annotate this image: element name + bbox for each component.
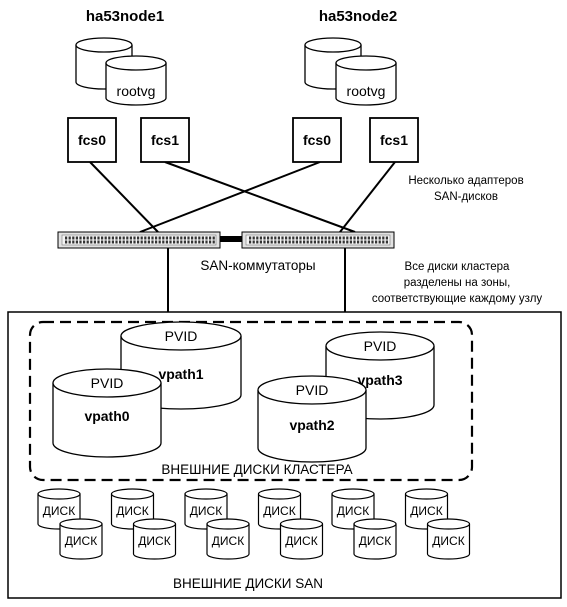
node-1-rootvg-disk: rootvg xyxy=(105,55,167,106)
cluster-disk-vpath0-label: vpath0 xyxy=(84,408,129,424)
node-1-adapter-fcs1: fcs1 xyxy=(140,117,190,163)
san-disk-4: ДИСК xyxy=(132,518,177,560)
cluster-disk-vpath2: PVID vpath2 xyxy=(257,375,367,463)
san-disk-label: ДИСК xyxy=(65,534,97,548)
adapters-note-line-2: SAN-дисков xyxy=(434,191,498,203)
san-disk-2: ДИСК xyxy=(59,518,103,560)
node-2-adapter-fcs1: fcs1 xyxy=(369,117,419,163)
cluster-disk-vpath3-label: vpath3 xyxy=(357,372,402,388)
node-2-rootvg-disk: rootvg xyxy=(335,55,397,106)
zoning-note: Все диски кластера разделены на зоны, со… xyxy=(372,261,543,305)
node-1-adapter-fcs0: fcs0 xyxy=(67,117,117,163)
san-disk-8: ДИСК xyxy=(279,518,324,560)
link-node1-fcs0 xyxy=(89,161,159,233)
node-1-rootvg-label: rootvg xyxy=(117,83,156,99)
node-1-adapter-fcs0-label: fcs0 xyxy=(78,132,106,148)
san-disks: ДИСК ДИСК ДИСК ДИСК ДИСК ДИСК ДИСК ДИСК ДИСК ДИСК… xyxy=(37,488,471,560)
cluster-disk-vpath0-pvid: PVID xyxy=(91,375,124,391)
cluster-disk-vpath0: PVID vpath0 xyxy=(52,368,162,458)
san-disk-label: ДИСК xyxy=(116,504,148,518)
san-switches: SAN-коммутаторы xyxy=(57,231,395,273)
node-1: ha53node1 rootvg fcs0 fcs1 xyxy=(67,8,190,163)
node-2-adapter-fcs1-label: fcs1 xyxy=(380,132,408,148)
san-disk-label: ДИСК xyxy=(337,504,369,518)
switches-label: SAN-коммутаторы xyxy=(200,258,315,273)
node-2: ha53node2 rootvg fcs0 fcs1 xyxy=(292,8,419,163)
cluster-disk-vpath2-pvid: PVID xyxy=(296,382,329,398)
cluster-disk-vpath1-pvid: PVID xyxy=(165,328,198,344)
san-disk-label: ДИСК xyxy=(410,504,442,518)
san-switch-1-ports xyxy=(65,236,215,244)
cluster-disks-zone: PVID vpath1 PVID vpath0 PVID vpath3 PVID… xyxy=(28,320,474,482)
node-2-adapter-fcs0-label: fcs0 xyxy=(303,132,331,148)
san-disk-10: ДИСК xyxy=(353,518,397,560)
san-switch-2-ports xyxy=(249,236,388,244)
switch-interconnect xyxy=(220,236,242,242)
node-2-title: ha53node2 xyxy=(319,8,397,25)
cluster-disk-vpath2-label: vpath2 xyxy=(289,417,334,433)
node-2-adapter-fcs0: fcs0 xyxy=(292,117,342,163)
san-disks-caption: ВНЕШНИЕ ДИСКИ SAN xyxy=(173,576,323,591)
node-1-title: ha53node1 xyxy=(86,8,164,25)
san-storage-frame xyxy=(7,311,562,599)
san-disk-label: ДИСК xyxy=(212,534,244,548)
link-node2-fcs0 xyxy=(139,161,321,233)
adapters-note: Несколько адаптеров SAN-дисков xyxy=(408,175,523,203)
cluster-disks-caption: ВНЕШНИЕ ДИСКИ КЛАСТЕРА xyxy=(161,462,352,477)
zoning-note-line-2: разделены на зоны, xyxy=(404,277,511,289)
zoning-note-line-1: Все диски кластера xyxy=(405,261,510,273)
san-disk-label: ДИСК xyxy=(263,504,295,518)
san-switch-2 xyxy=(241,231,395,249)
adapters-note-line-1: Несколько адаптеров xyxy=(408,175,523,187)
san-disk-6: ДИСК xyxy=(206,518,250,560)
san-disk-label: ДИСК xyxy=(359,534,391,548)
node-1-adapter-fcs1-label: fcs1 xyxy=(151,132,179,148)
san-disk-label: ДИСК xyxy=(432,534,464,548)
node-2-rootvg-label: rootvg xyxy=(347,83,386,99)
san-disk-label: ДИСК xyxy=(285,534,317,548)
san-disk-12: ДИСК xyxy=(426,518,471,560)
san-disk-label: ДИСК xyxy=(138,534,170,548)
link-node2-fcs1 xyxy=(339,161,396,233)
zoning-note-line-3: соответствующие каждому узлу xyxy=(372,293,543,305)
san-disk-label: ДИСК xyxy=(190,504,222,518)
cluster-disk-vpath3-pvid: PVID xyxy=(364,338,397,354)
san-disk-label: ДИСК xyxy=(43,504,75,518)
san-switch-1 xyxy=(57,231,221,249)
link-node1-fcs1 xyxy=(164,161,356,233)
cluster-zone-border xyxy=(28,320,474,482)
san-storage: PVID vpath1 PVID vpath0 PVID vpath3 PVID… xyxy=(7,311,562,599)
cluster-disk-vpath1-label: vpath1 xyxy=(158,366,203,382)
connection-lines xyxy=(89,161,396,312)
